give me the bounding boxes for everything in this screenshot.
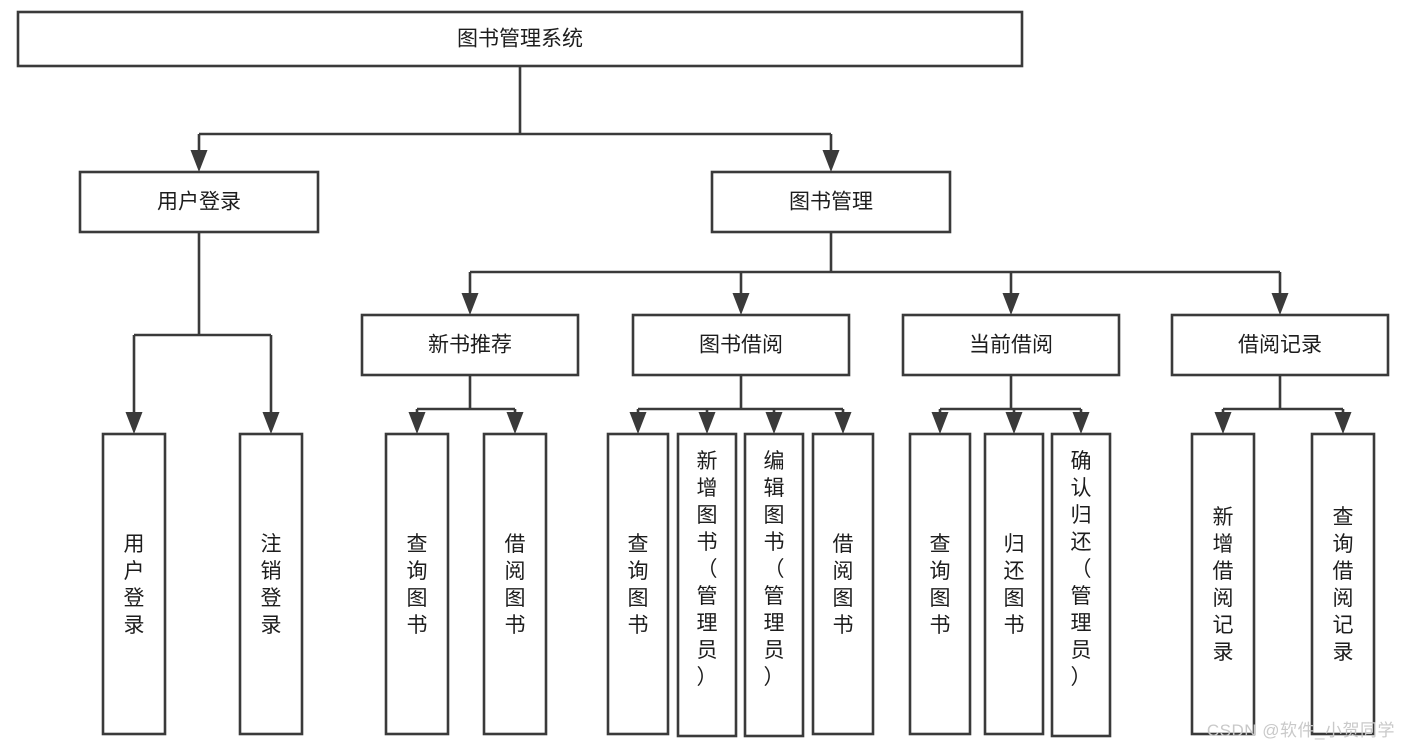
edge-arrow-icon: [1005, 412, 1023, 434]
node-box[interactable]: [1170, 313, 1390, 377]
edge-arrow-icon: [834, 412, 852, 434]
edge-arrow-icon: [262, 412, 280, 434]
node-leaf13[interactable]: 查询借阅记录: [1310, 432, 1376, 736]
node-label: 归还图书: [1004, 533, 1025, 637]
edge-arrow-icon: [125, 412, 143, 434]
edge-arrow-icon: [408, 412, 426, 434]
node-label: 查询图书: [407, 533, 428, 637]
node-label: 借阅图书: [833, 533, 854, 637]
edge-arrow-icon: [190, 150, 208, 172]
node-box[interactable]: [631, 313, 851, 377]
edge-arrow-icon: [698, 412, 716, 434]
node-box[interactable]: [1050, 432, 1112, 738]
node-label: 新增图书（管理员）: [697, 450, 718, 689]
node-box[interactable]: [78, 170, 320, 234]
node-box[interactable]: [901, 313, 1121, 377]
node-box[interactable]: [743, 432, 805, 738]
edge-arrow-icon: [1271, 293, 1289, 315]
edge-arrow-icon: [461, 293, 479, 315]
node-l3d[interactable]: 借阅记录: [1170, 313, 1390, 377]
node-box[interactable]: [676, 432, 738, 738]
node-leaf8[interactable]: 借阅图书: [811, 432, 875, 736]
node-leaf5[interactable]: 查询图书: [606, 432, 670, 736]
node-box[interactable]: [482, 432, 548, 736]
edge-arrow-icon: [822, 150, 840, 172]
edge-arrow-icon: [931, 412, 949, 434]
node-leaf11[interactable]: 确认归还（管理员）: [1050, 432, 1112, 738]
node-box[interactable]: [16, 10, 1024, 68]
edge-arrow-icon: [765, 412, 783, 434]
node-box[interactable]: [360, 313, 580, 377]
node-label: 借阅图书: [505, 533, 526, 637]
node-leaf3[interactable]: 查询图书: [384, 432, 450, 736]
node-l3c[interactable]: 当前借阅: [901, 313, 1121, 377]
node-label: 图书管理: [789, 191, 873, 214]
node-label: 借阅记录: [1238, 334, 1322, 357]
node-box[interactable]: [384, 432, 450, 736]
node-leaf1[interactable]: 用户登录: [101, 432, 167, 736]
node-leaf4[interactable]: 借阅图书: [482, 432, 548, 736]
node-label: 查询借阅记录: [1333, 506, 1354, 664]
node-box[interactable]: [606, 432, 670, 736]
connector-layer: [125, 66, 1352, 434]
node-label: 注销登录: [261, 533, 282, 637]
node-leaf7[interactable]: 编辑图书（管理员）: [743, 432, 805, 738]
node-label: 用户登录: [157, 191, 241, 214]
node-l2a[interactable]: 用户登录: [78, 170, 320, 234]
node-box[interactable]: [101, 432, 167, 736]
node-label: 新书推荐: [428, 334, 512, 357]
node-label: 查询图书: [628, 533, 649, 637]
edge-group-root: [190, 66, 840, 172]
edge-arrow-icon: [506, 412, 524, 434]
node-box[interactable]: [908, 432, 972, 736]
node-l3a[interactable]: 新书推荐: [360, 313, 580, 377]
edge-group-l2a: [125, 232, 280, 434]
node-box[interactable]: [811, 432, 875, 736]
edge-arrow-icon: [629, 412, 647, 434]
node-leaf12[interactable]: 新增借阅记录: [1190, 432, 1256, 736]
edge-group-l2b: [461, 232, 1289, 315]
csdn-watermark: CSDN @软件_小贺同学: [1206, 721, 1395, 740]
edge-group-l3a: [408, 375, 524, 434]
node-leaf10[interactable]: 归还图书: [983, 432, 1045, 736]
node-box[interactable]: [710, 170, 952, 234]
node-box[interactable]: [1190, 432, 1256, 736]
node-l3b[interactable]: 图书借阅: [631, 313, 851, 377]
node-label: 确认归还（管理员）: [1071, 450, 1092, 689]
node-label: 图书借阅: [699, 334, 783, 357]
edge-group-l3c: [931, 375, 1090, 434]
edge-group-l3b: [629, 375, 852, 434]
edge-group-l3d: [1214, 375, 1352, 434]
node-box[interactable]: [238, 432, 304, 736]
node-box[interactable]: [1310, 432, 1376, 736]
node-l2b[interactable]: 图书管理: [710, 170, 952, 234]
node-box[interactable]: [983, 432, 1045, 736]
node-leaf9[interactable]: 查询图书: [908, 432, 972, 736]
node-label: 查询图书: [930, 533, 951, 637]
node-label: 新增借阅记录: [1213, 506, 1234, 664]
edge-arrow-icon: [1334, 412, 1352, 434]
edge-arrow-icon: [732, 293, 750, 315]
node-layer: 图书管理系统用户登录图书管理新书推荐图书借阅当前借阅借阅记录用户登录注销登录查询…: [16, 10, 1390, 738]
node-leaf2[interactable]: 注销登录: [238, 432, 304, 736]
node-label: 图书管理系统: [457, 28, 583, 51]
node-root[interactable]: 图书管理系统: [16, 10, 1024, 68]
node-label: 编辑图书（管理员）: [764, 450, 785, 689]
node-leaf6[interactable]: 新增图书（管理员）: [676, 432, 738, 738]
edge-arrow-icon: [1002, 293, 1020, 315]
edge-arrow-icon: [1214, 412, 1232, 434]
node-label: 当前借阅: [969, 334, 1053, 357]
edge-arrow-icon: [1072, 412, 1090, 434]
node-label: 用户登录: [124, 533, 145, 637]
